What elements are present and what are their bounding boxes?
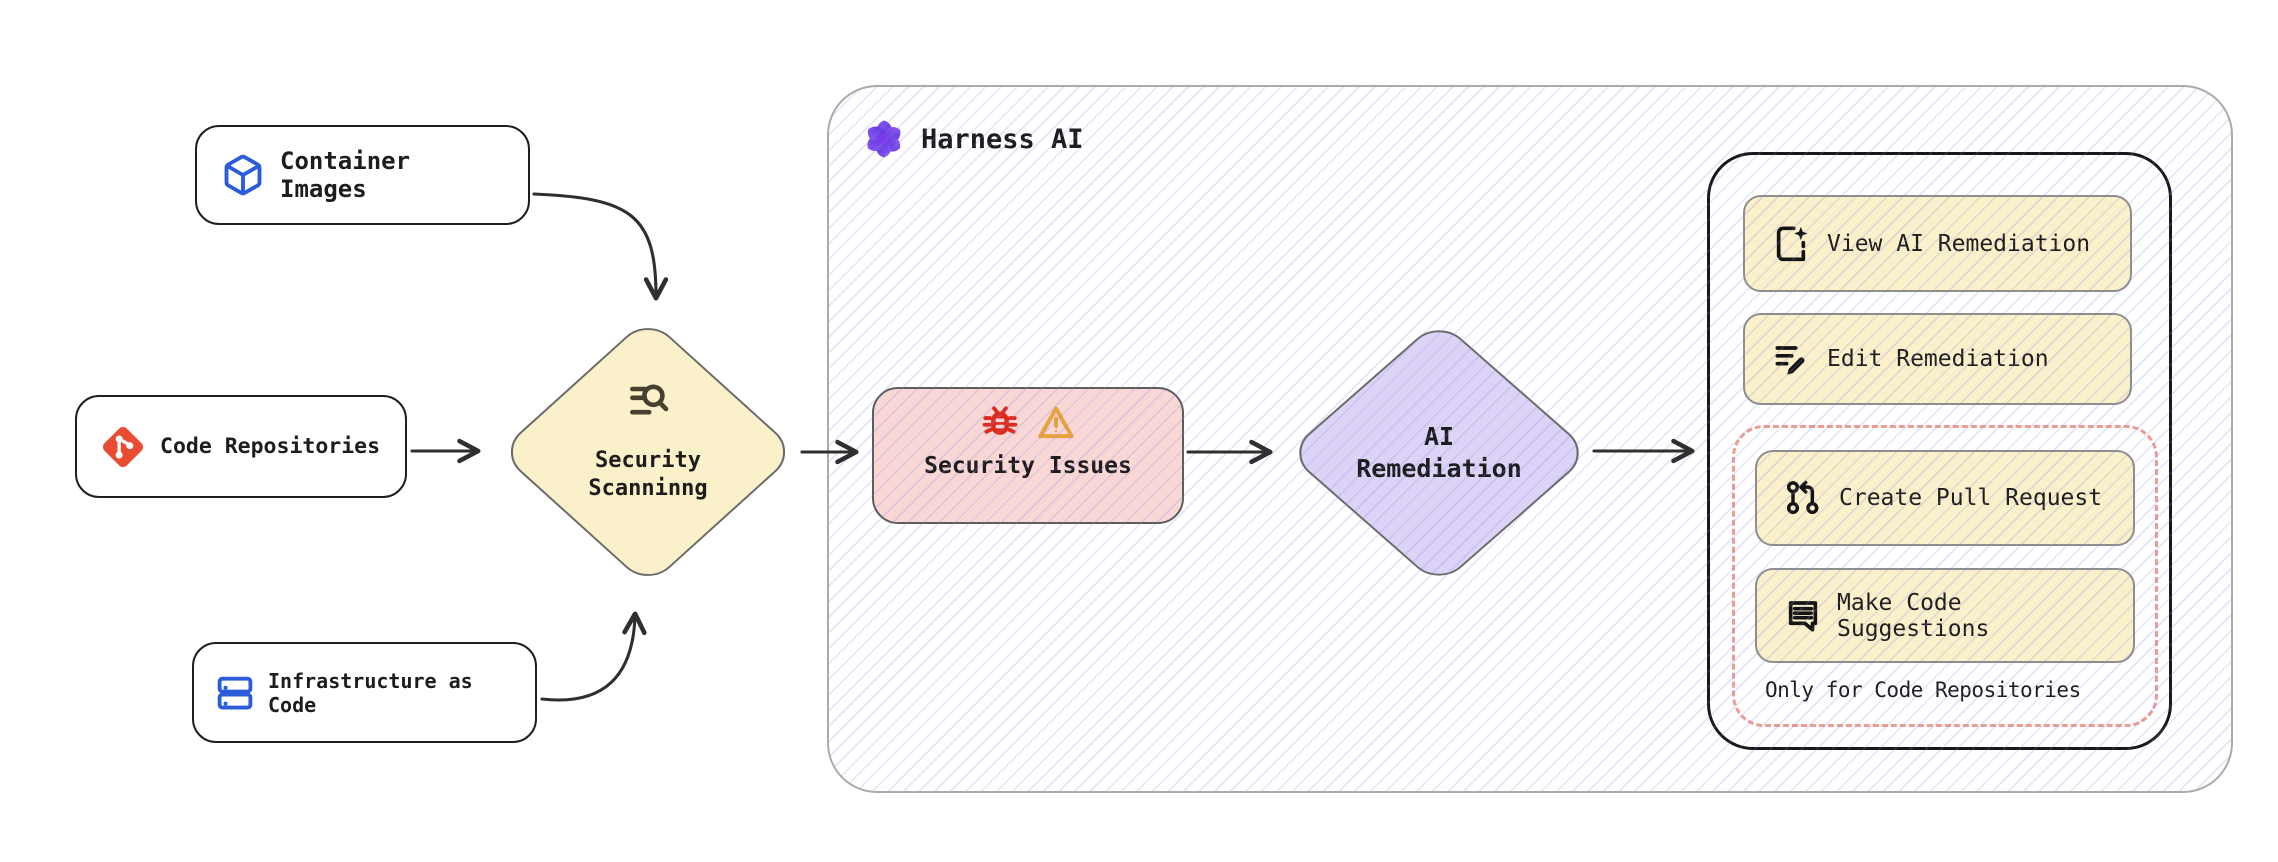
edit-list-pencil-icon [1771, 339, 1811, 379]
harness-ai-flower-icon [860, 115, 908, 163]
button-label: View AI Remediation [1827, 230, 2091, 257]
scanner-label-line1: Security [595, 448, 701, 473]
security-issues-label: Security Issues [924, 453, 1132, 479]
make-code-suggestions-button[interactable]: Make Code Suggestions [1755, 568, 2135, 663]
button-label: Create Pull Request [1839, 485, 2103, 511]
scan-search-icon [624, 377, 672, 425]
ai-remediation-line1: AI [1423, 422, 1455, 451]
create-pull-request-button[interactable]: Create Pull Request [1755, 450, 2135, 546]
message-square-lines-icon [1783, 596, 1823, 636]
cube-icon [221, 153, 265, 197]
harness-ai-label: Harness AI [921, 123, 1084, 155]
node-ai-remediation-content: AI Remediation [1289, 421, 1589, 485]
arrow-iac-to-scanner [540, 611, 647, 702]
repo-only-note: Only for Code Repositories [1765, 678, 2081, 702]
scanner-label-line2: Scanninng [588, 476, 708, 501]
node-label: Container Images [280, 147, 411, 203]
repo-only-group: Create Pull Request Make Code Suggestion… [1732, 425, 2158, 727]
git-icon [101, 425, 145, 469]
book-sparkle-icon [1771, 224, 1811, 264]
edit-remediation-button[interactable]: Edit Remediation [1743, 313, 2132, 405]
node-code-repositories: Code Repositories [75, 395, 407, 498]
warning-alert-icon [1035, 402, 1077, 444]
harness-ai-container: Harness AI [827, 85, 2233, 793]
remediation-actions-panel: View AI Remediation Edit Remediation [1707, 152, 2172, 750]
node-label: Infrastructure as Code [268, 668, 473, 717]
bug-icon [979, 402, 1021, 444]
harness-ai-header: Harness AI [860, 115, 1084, 163]
view-ai-remediation-button[interactable]: View AI Remediation [1743, 195, 2132, 292]
node-label: Code Repositories [160, 434, 381, 459]
arrow-container-images-to-scanner [532, 192, 669, 301]
node-container-images: Container Images [195, 125, 530, 225]
git-pull-request-icon [1783, 478, 1823, 518]
button-label: Make Code Suggestions [1837, 589, 1990, 642]
node-infrastructure-as-code: Infrastructure as Code [192, 642, 537, 743]
button-label: Edit Remediation [1827, 346, 2049, 372]
server-icon [214, 672, 256, 714]
ai-remediation-line2: Remediation [1356, 454, 1522, 483]
node-security-issues: Security Issues [872, 387, 1184, 524]
node-security-scanning-content: Security Scanninng [498, 377, 798, 503]
